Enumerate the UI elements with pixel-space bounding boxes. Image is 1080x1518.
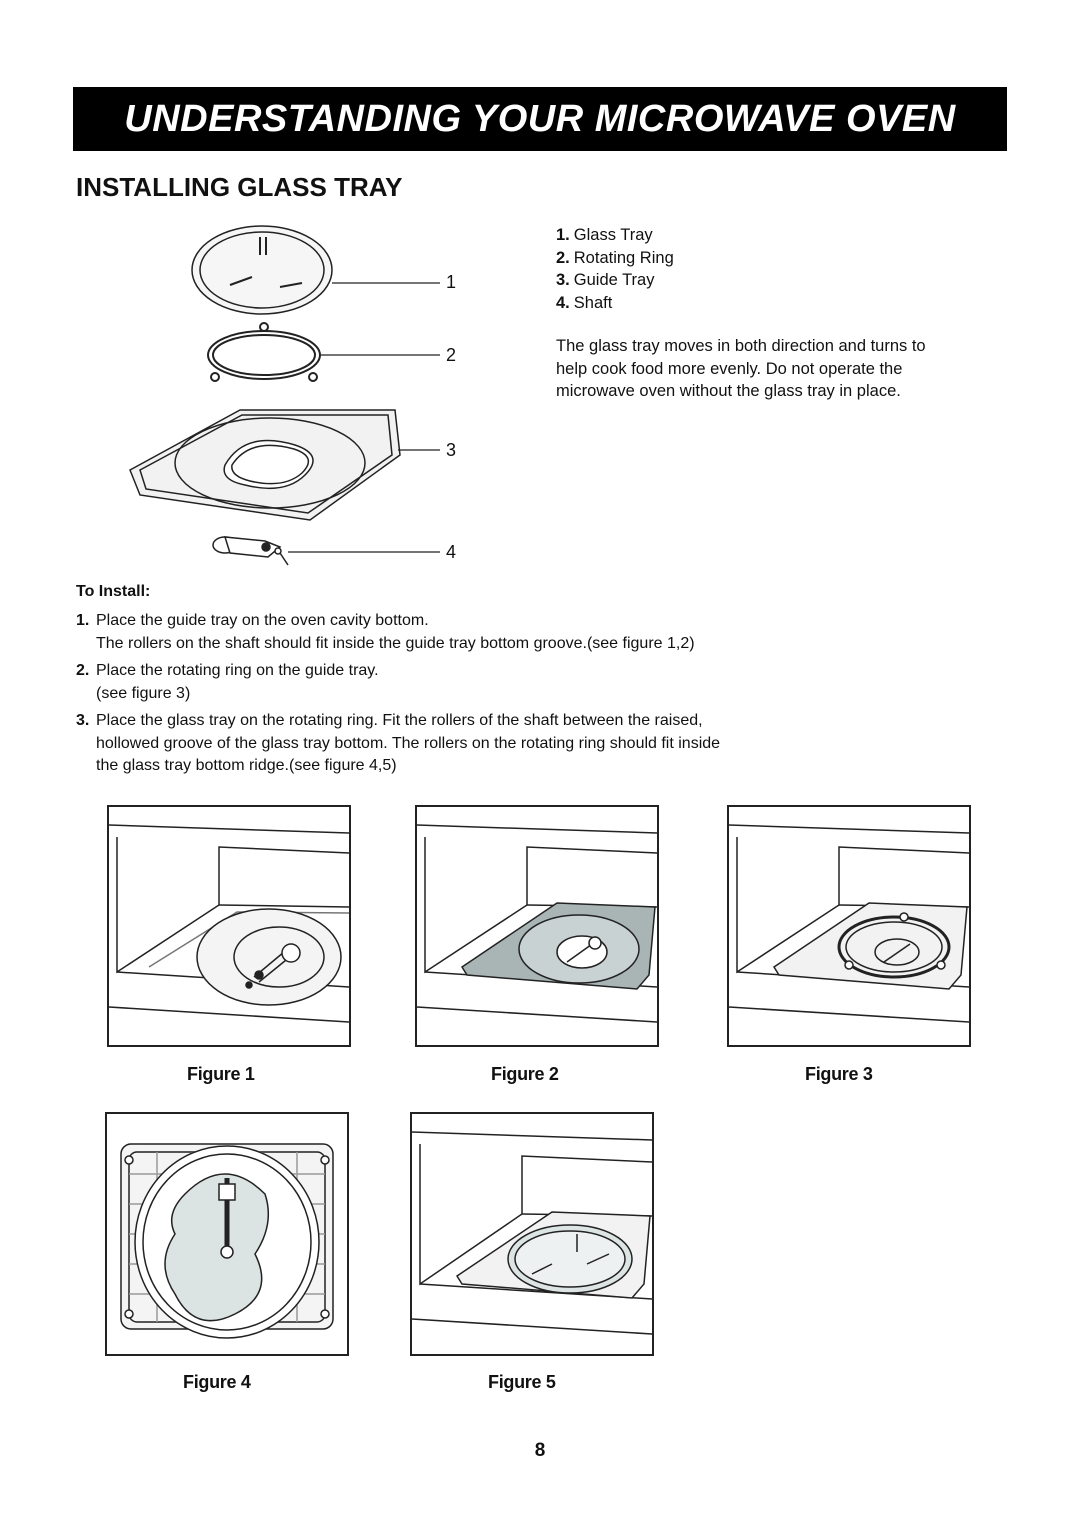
figure-4-image <box>105 1112 349 1356</box>
page-number: 8 <box>534 1440 546 1461</box>
install-step: 1. Place the guide tray on the oven cavi… <box>76 612 695 652</box>
figure-5-caption: Figure 5 <box>488 1372 556 1392</box>
glass-tray-illustration <box>191 225 333 315</box>
callout-number-3: 3 <box>446 440 457 460</box>
figure-1-caption: Figure 1 <box>187 1064 255 1084</box>
parts-diagram: 1 2 3 4 <box>120 215 480 585</box>
callout-number-2: 2 <box>446 345 457 365</box>
install-heading: To Install: <box>76 583 151 600</box>
guide-tray-illustration <box>129 409 401 521</box>
figure-5-image <box>410 1112 654 1356</box>
figure-2-image <box>415 805 659 1047</box>
tray-description: The glass tray moves in both direction a… <box>556 337 926 400</box>
parts-list-item: 3.Guide Tray <box>556 271 655 289</box>
install-step: 2. Place the rotating ring on the guide … <box>76 662 379 702</box>
figure-3-image <box>727 805 971 1047</box>
rotating-ring-illustration <box>207 322 321 382</box>
callout-number-1: 1 <box>446 272 457 292</box>
section-title: INSTALLING GLASS TRAY <box>76 172 403 202</box>
figure-1-image <box>107 805 351 1047</box>
page-heading: UNDERSTANDING YOUR MICROWAVE OVEN <box>124 97 956 140</box>
figure-3-caption: Figure 3 <box>805 1064 873 1084</box>
shaft-illustration <box>212 536 289 566</box>
parts-list: 1.Glass Tray 2.Rotating Ring 3.Guide Tra… <box>556 224 674 314</box>
callout-number-4: 4 <box>446 542 457 562</box>
figure-2-caption: Figure 2 <box>491 1064 559 1084</box>
figure-4-caption: Figure 4 <box>183 1372 251 1392</box>
parts-list-item: 4.Shaft <box>556 293 613 312</box>
header-banner: UNDERSTANDING YOUR MICROWAVE OVEN <box>73 87 1007 151</box>
install-steps: 1. Place the guide tray on the oven cavi… <box>76 610 836 783</box>
parts-list-item: 2.Rotating Ring <box>556 248 674 267</box>
parts-list-item: 1.Glass Tray <box>556 226 653 244</box>
install-step: 3. Place the glass tray on the rotating … <box>76 712 721 774</box>
